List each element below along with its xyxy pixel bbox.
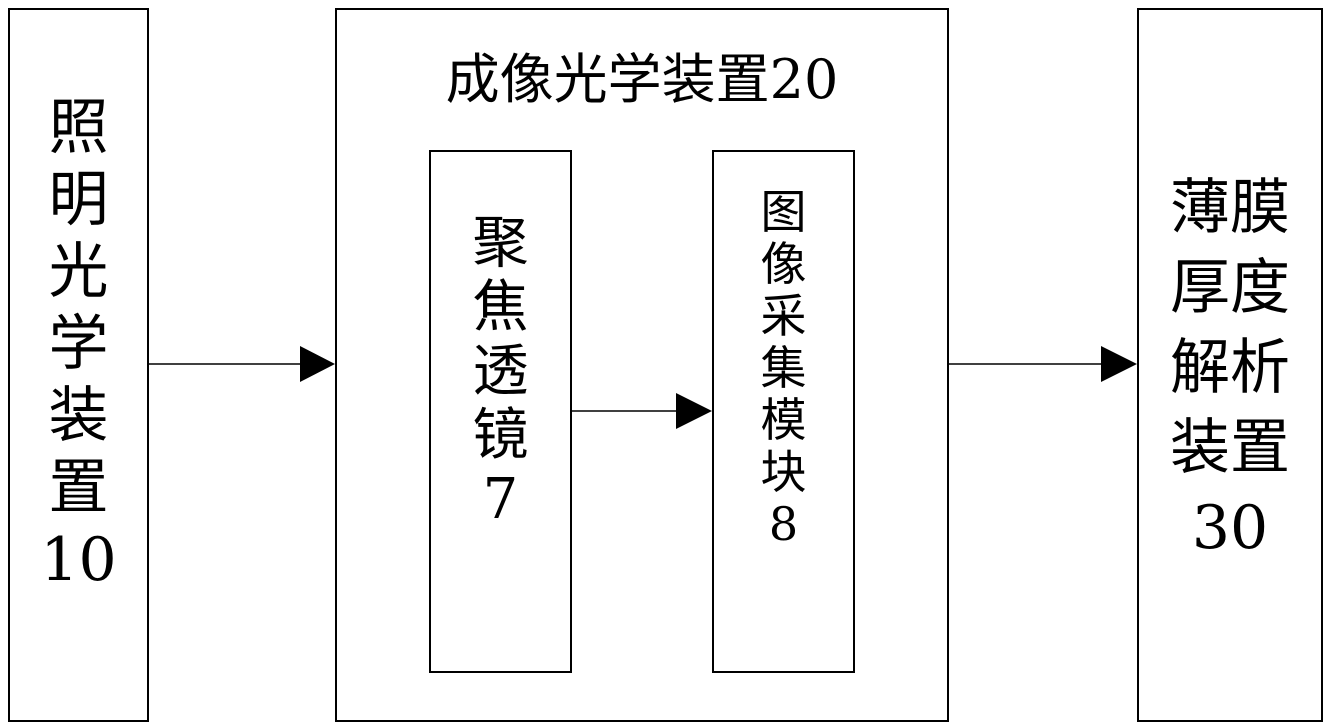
image-capture-module-label: 图 像 采 集 模 块 8 (714, 186, 853, 550)
label-char: 聚 (472, 211, 529, 276)
arrow-illumination-to-imaging (149, 346, 335, 382)
label-char: 装 (48, 381, 109, 451)
label-number: 7 (482, 467, 519, 532)
label-char: 明 (48, 165, 109, 235)
image-capture-module-box: 图 像 采 集 模 块 8 (712, 150, 855, 673)
illumination-optics-box: 照 明 光 学 装 置 10 (8, 8, 149, 722)
focusing-lens-label: 聚 焦 透 镜 7 (431, 212, 570, 532)
label-char: 集 (760, 341, 807, 395)
label-char: 块 (760, 445, 807, 499)
film-thickness-analysis-box: 薄膜 厚度 解析 装置 30 (1137, 8, 1323, 722)
label-char: 像 (760, 237, 807, 291)
label-char: 模 (760, 393, 807, 447)
label-char: 图 (760, 185, 807, 239)
illumination-optics-label: 照 明 光 学 装 置 10 (10, 92, 147, 596)
label-char: 采 (760, 289, 807, 343)
imaging-optics-box: 成像光学装置20 (335, 8, 949, 722)
label-char: 照 (48, 93, 109, 163)
label-line: 解析 (1170, 333, 1290, 403)
label-number: 8 (768, 497, 799, 551)
label-number: 30 (1191, 493, 1269, 563)
label-line: 装置 (1170, 413, 1290, 483)
label-line: 薄膜 (1170, 173, 1290, 243)
label-char: 焦 (472, 275, 529, 340)
label-char: 透 (472, 339, 529, 404)
arrow-imaging-to-analysis (949, 346, 1137, 382)
label-char: 置 (48, 453, 109, 523)
label-char: 镜 (472, 403, 529, 468)
label-char: 学 (48, 309, 109, 379)
imaging-optics-title: 成像光学装置20 (445, 48, 839, 111)
label-number: 10 (40, 525, 117, 595)
label-line: 厚度 (1170, 253, 1290, 323)
film-thickness-analysis-label: 薄膜 厚度 解析 装置 30 (1139, 168, 1321, 568)
label-char: 光 (48, 237, 109, 307)
focusing-lens-box: 聚 焦 透 镜 7 (429, 150, 572, 673)
